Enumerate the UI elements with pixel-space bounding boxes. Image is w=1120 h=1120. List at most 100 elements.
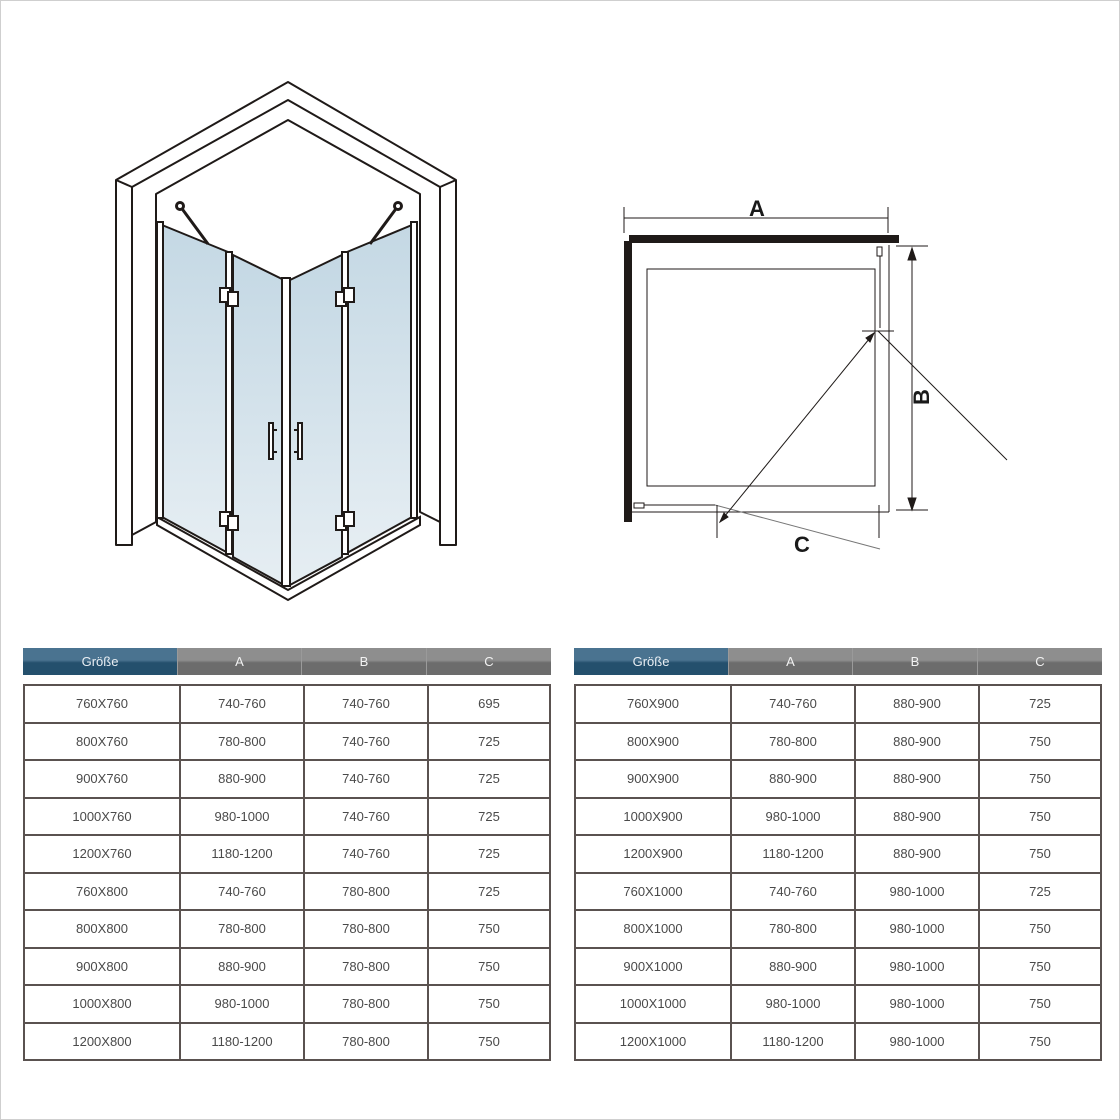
header-a: A: [729, 648, 853, 675]
cell-size: 760X1000: [623, 883, 683, 899]
cell-a: 880-900: [730, 761, 854, 797]
cell-size: 1200X1000: [619, 1033, 687, 1049]
dimension-label-c: C: [794, 532, 810, 557]
frame-profiles: [156, 221, 418, 587]
cell-b: 740-760: [303, 798, 427, 834]
cell-size: 900X1000: [623, 958, 683, 974]
cell-c: 750: [978, 723, 1100, 759]
cell-a: 780-800: [730, 911, 854, 947]
cell-c: 750: [978, 986, 1100, 1022]
cell-b: 740-760: [303, 761, 427, 797]
cell-b: 740-760: [303, 723, 427, 759]
cell-b: 780-800: [303, 873, 427, 909]
cell-c: 750: [978, 798, 1100, 834]
cell-size: 900X760: [75, 771, 129, 787]
cell-c: 725: [427, 761, 549, 797]
dimension-label-b: B: [908, 389, 934, 405]
header-size: Größe: [23, 648, 178, 675]
cell-b: 980-1000: [854, 911, 978, 947]
cell-a: 1180-1200: [730, 1023, 854, 1059]
cell-size: 800X800: [75, 921, 129, 937]
cell-c: 750: [978, 761, 1100, 797]
header-c: C: [978, 648, 1102, 675]
cell-a: 980-1000: [730, 986, 854, 1022]
cell-a: 740-760: [730, 686, 854, 722]
wall-outline: [115, 81, 457, 546]
plan-view-diagram: [623, 207, 1008, 550]
cell-c: 750: [427, 948, 549, 984]
cell-c: 750: [978, 911, 1100, 947]
cell-size: 900X800: [75, 958, 129, 974]
cell-a: 1180-1200: [179, 1023, 303, 1059]
door-handles: [268, 422, 303, 460]
cell-a: 740-760: [730, 873, 854, 909]
cell-b: 980-1000: [854, 1023, 978, 1059]
cell-a: 880-900: [179, 761, 303, 797]
cell-b: 980-1000: [854, 986, 978, 1022]
header-a: A: [178, 648, 302, 675]
table-header: Größe A B C: [574, 648, 1102, 675]
cell-c: 750: [978, 1023, 1100, 1059]
wall-top: [629, 235, 899, 243]
cell-b: 980-1000: [854, 948, 978, 984]
cell-size: 900X900: [626, 771, 680, 787]
cell-a: 780-800: [179, 723, 303, 759]
cell-c: 750: [427, 911, 549, 947]
cell-size: 800X900: [626, 733, 680, 749]
header-c: C: [427, 648, 551, 675]
cell-c: 725: [427, 723, 549, 759]
cell-size: 1000X900: [623, 808, 683, 824]
cell-b: 740-760: [303, 836, 427, 872]
cell-c: 725: [978, 686, 1100, 722]
cell-a: 740-760: [179, 686, 303, 722]
cell-a: 1180-1200: [179, 836, 303, 872]
cell-b: 780-800: [303, 911, 427, 947]
cell-size: 1200X900: [623, 846, 683, 862]
glass-panels: [161, 223, 413, 587]
cell-a: 880-900: [730, 948, 854, 984]
cell-size: 1000X800: [72, 996, 132, 1012]
cell-size: 1000X1000: [619, 996, 687, 1012]
cell-c: 725: [427, 798, 549, 834]
cell-b: 880-900: [854, 836, 978, 872]
cell-size: 1000X760: [72, 808, 132, 824]
cell-b: 980-1000: [854, 873, 978, 909]
table-header: Größe A B C: [23, 648, 551, 675]
cell-b: 880-900: [854, 761, 978, 797]
shower-tray: [156, 515, 421, 602]
cell-b: 780-800: [303, 1023, 427, 1059]
cell-a: 980-1000: [179, 798, 303, 834]
cell-size: 800X760: [75, 733, 129, 749]
header-b: B: [302, 648, 427, 675]
cell-a: 980-1000: [179, 986, 303, 1022]
cell-c: 750: [978, 836, 1100, 872]
cell-c: 725: [978, 873, 1100, 909]
cell-b: 780-800: [303, 948, 427, 984]
cell-c: 750: [427, 1023, 549, 1059]
header-size: Größe: [574, 648, 729, 675]
cell-b: 880-900: [854, 686, 978, 722]
cell-size: 760X800: [75, 883, 129, 899]
cell-a: 980-1000: [730, 798, 854, 834]
